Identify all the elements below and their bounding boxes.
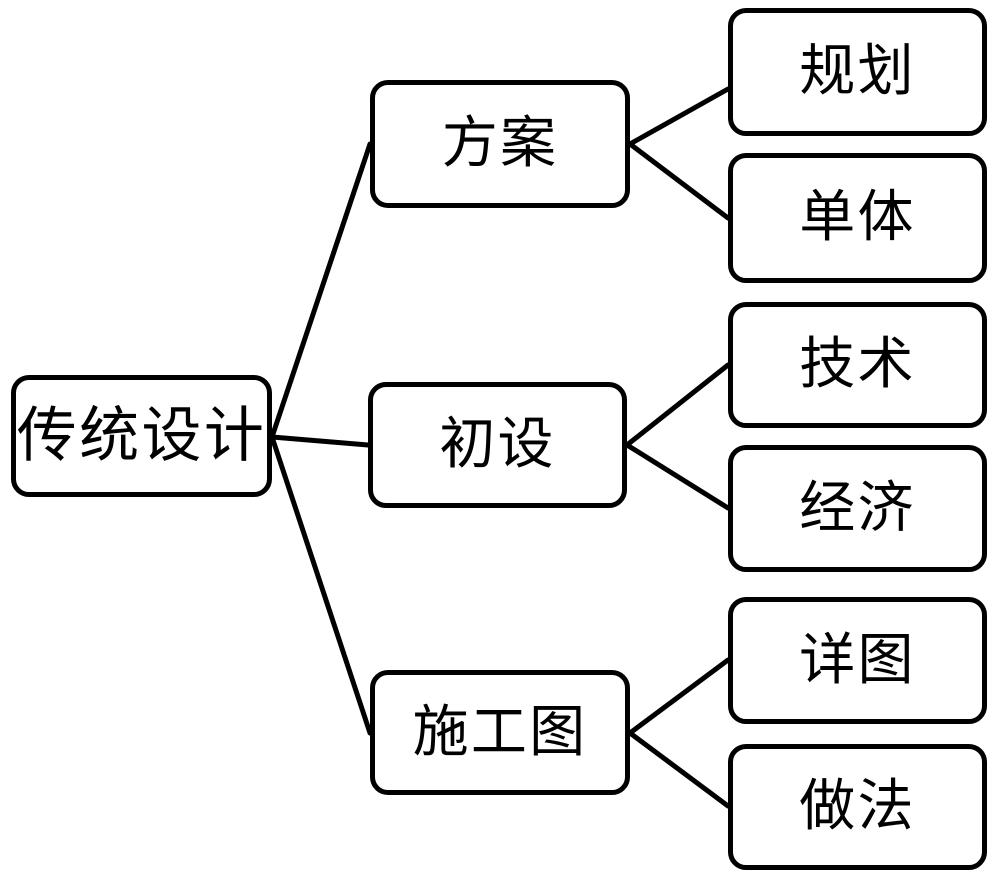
connector-fangan-to-guihua xyxy=(627,86,731,147)
node-label-jingji: 经济 xyxy=(799,475,916,541)
connector-fangan-to-danti xyxy=(627,141,731,221)
node-box-root[interactable]: 传统设计 xyxy=(11,375,272,497)
node-box-guihua[interactable]: 规划 xyxy=(728,8,987,136)
node-label-root: 传统设计 xyxy=(16,401,267,471)
node-label-shigongtu: 施工图 xyxy=(412,699,588,765)
node-box-jishu[interactable]: 技术 xyxy=(728,302,987,428)
node-label-guihua: 规划 xyxy=(799,39,916,104)
node-label-danti: 单体 xyxy=(799,185,916,250)
connector-root-to-fangan xyxy=(269,141,373,440)
node-label-xiangtu: 详图 xyxy=(799,627,916,693)
node-box-fangan[interactable]: 方案 xyxy=(370,80,630,208)
node-label-chushe: 初设 xyxy=(439,412,556,477)
node-box-chushe[interactable]: 初设 xyxy=(368,382,627,508)
connector-root-to-chushe xyxy=(269,434,371,448)
node-label-zuofa: 做法 xyxy=(799,774,916,839)
node-box-xiangtu[interactable]: 详图 xyxy=(728,597,987,724)
node-box-shigongtu[interactable]: 施工图 xyxy=(370,670,630,795)
connector-root-to-shigongtu xyxy=(269,434,373,736)
node-box-danti[interactable]: 单体 xyxy=(728,153,987,283)
node-box-zuofa[interactable]: 做法 xyxy=(728,744,987,870)
node-label-jishu: 技术 xyxy=(799,332,916,397)
node-box-jingji[interactable]: 经济 xyxy=(728,445,987,572)
connector-shigongtu-to-zuofa xyxy=(627,730,731,809)
connector-chushe-to-jishu xyxy=(624,362,731,448)
connector-shigongtu-to-xiangtu xyxy=(627,657,731,736)
node-label-fangan: 方案 xyxy=(441,111,559,176)
connector-chushe-to-jingji xyxy=(624,442,731,511)
